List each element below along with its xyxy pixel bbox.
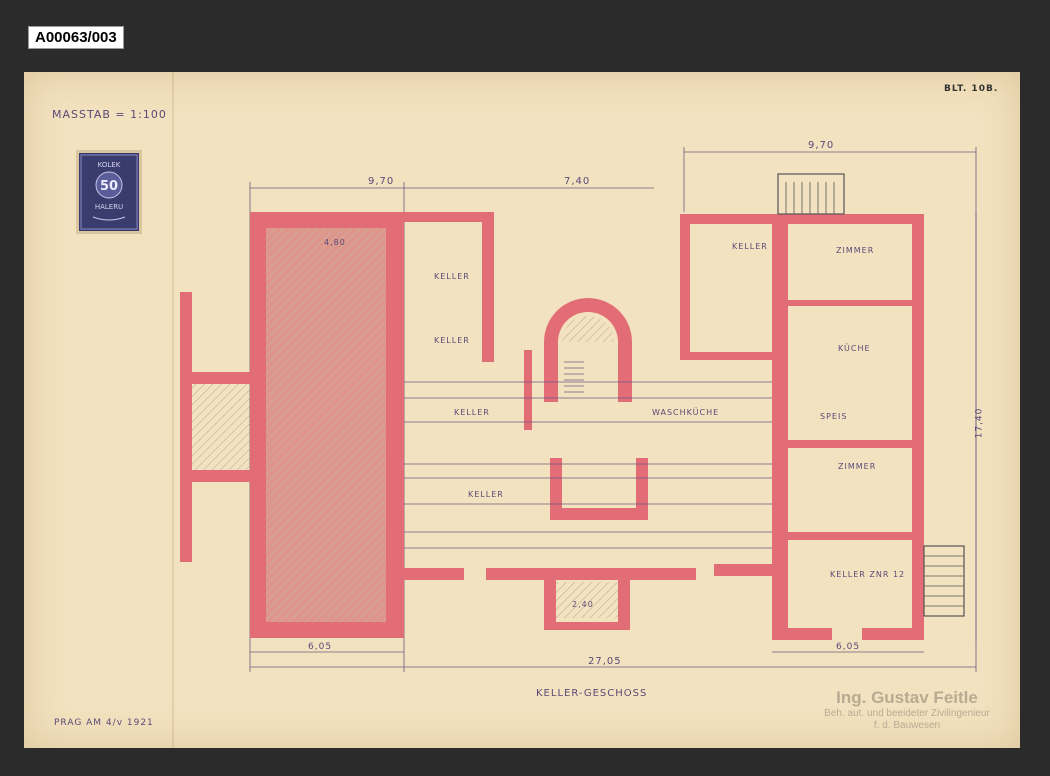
room-keller-1: KELLER bbox=[434, 272, 470, 281]
dim-bottom-right: 6,05 bbox=[836, 642, 861, 652]
floor-plan bbox=[180, 147, 977, 672]
engineer-name: Ing. Gustav Feitle bbox=[836, 688, 978, 707]
room-keller-znr: KELLER ZNR 12 bbox=[830, 570, 906, 579]
stamp-text-bottom: HALERU bbox=[95, 203, 123, 211]
archive-id-label: A00063/003 bbox=[28, 26, 124, 49]
room-zimmer-2: ZIMMER bbox=[838, 462, 877, 471]
engineer-stamp: Ing. Gustav Feitle Beh. aut. und beeidet… bbox=[812, 688, 1002, 732]
sheet-number: BLT. 10B. bbox=[944, 84, 999, 94]
drawing-sheet: MASSTAB = 1:100 BLT. 10B. KOLEK 50 HALER… bbox=[24, 72, 1020, 748]
room-keller-4: KELLER bbox=[468, 490, 504, 499]
room-waschkuche: WASCHKÜCHE bbox=[652, 408, 720, 417]
room-zimmer-1: ZIMMER bbox=[836, 246, 875, 255]
room-speis: SPEIS bbox=[820, 412, 848, 421]
sheet-fold-line bbox=[172, 72, 174, 748]
room-keller-top-right: KELLER bbox=[732, 242, 768, 251]
dim-top-mid: 7,40 bbox=[564, 176, 591, 187]
dim-top-left: 9,70 bbox=[368, 176, 395, 187]
floor-title: KELLER-GESCHOSS bbox=[536, 688, 648, 699]
dim-bottom-total: 27,05 bbox=[588, 656, 622, 667]
room-kuche: KÜCHE bbox=[838, 344, 871, 353]
dim-right-height: 17,40 bbox=[974, 407, 985, 439]
dim-bottom-left: 6,05 bbox=[308, 642, 333, 652]
scale-label: MASSTAB = 1:100 bbox=[52, 108, 167, 121]
place-date: PRAG AM 4/v 1921 bbox=[54, 718, 154, 728]
room-keller-2: KELLER bbox=[434, 336, 470, 345]
stamp-value: 50 bbox=[100, 179, 118, 194]
dim-top-right: 9,70 bbox=[808, 140, 835, 151]
engineer-title: Beh. aut. und beeideter Zivilingenieur bbox=[824, 708, 990, 719]
stamp-text-top: KOLEK bbox=[98, 161, 121, 169]
room-keller-3: KELLER bbox=[454, 408, 490, 417]
revenue-stamp-icon: KOLEK 50 HALERU bbox=[76, 150, 142, 234]
engineer-field: f. d. Bauwesen bbox=[873, 720, 941, 731]
room-dim-small: 2,40 bbox=[572, 600, 594, 609]
room-dim-big: 4,80 bbox=[324, 238, 346, 247]
